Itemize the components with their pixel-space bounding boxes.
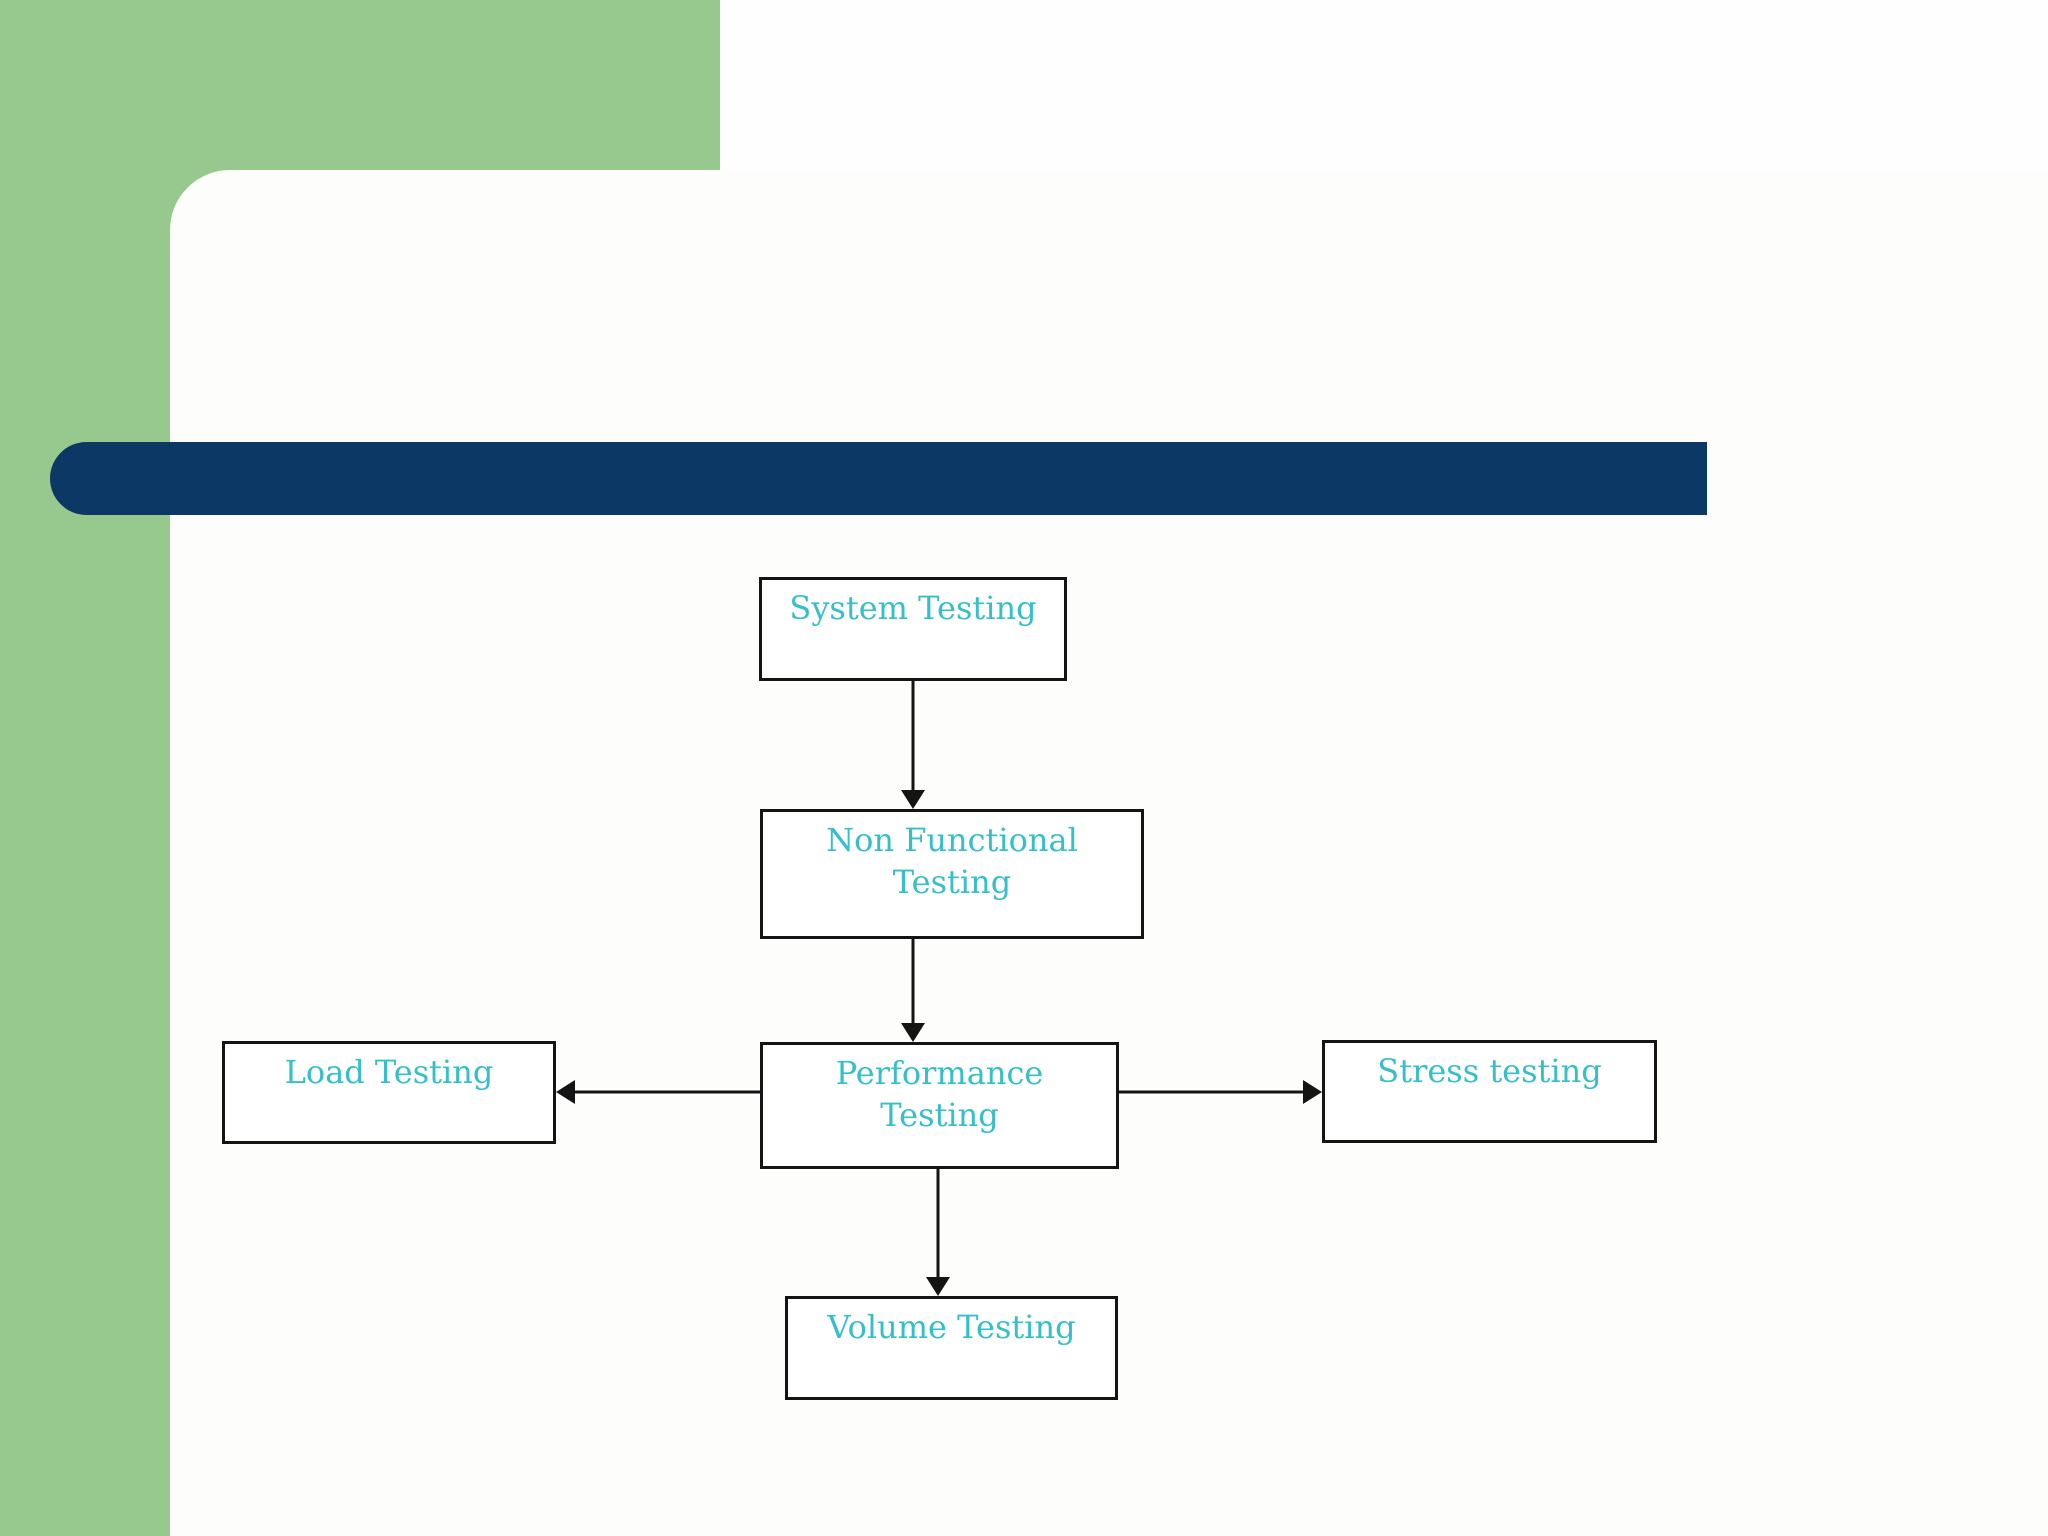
node-label: Stress testing [1377, 1052, 1602, 1090]
node-non-functional-testing: Non Functional Testing [760, 809, 1144, 939]
title-bar [50, 442, 1707, 515]
node-performance-testing: Performance Testing [760, 1042, 1119, 1169]
node-system-testing: System Testing [759, 577, 1067, 681]
node-volume-testing: Volume Testing [785, 1296, 1118, 1400]
node-load-testing: Load Testing [222, 1041, 556, 1144]
node-label: Volume Testing [827, 1308, 1076, 1346]
node-label: Performance Testing [835, 1054, 1044, 1134]
node-label: Non Functional Testing [826, 821, 1078, 901]
node-stress-testing: Stress testing [1322, 1040, 1657, 1143]
node-label: Load Testing [284, 1053, 494, 1091]
node-label: System Testing [789, 589, 1037, 627]
green-sidebar [0, 0, 170, 1536]
